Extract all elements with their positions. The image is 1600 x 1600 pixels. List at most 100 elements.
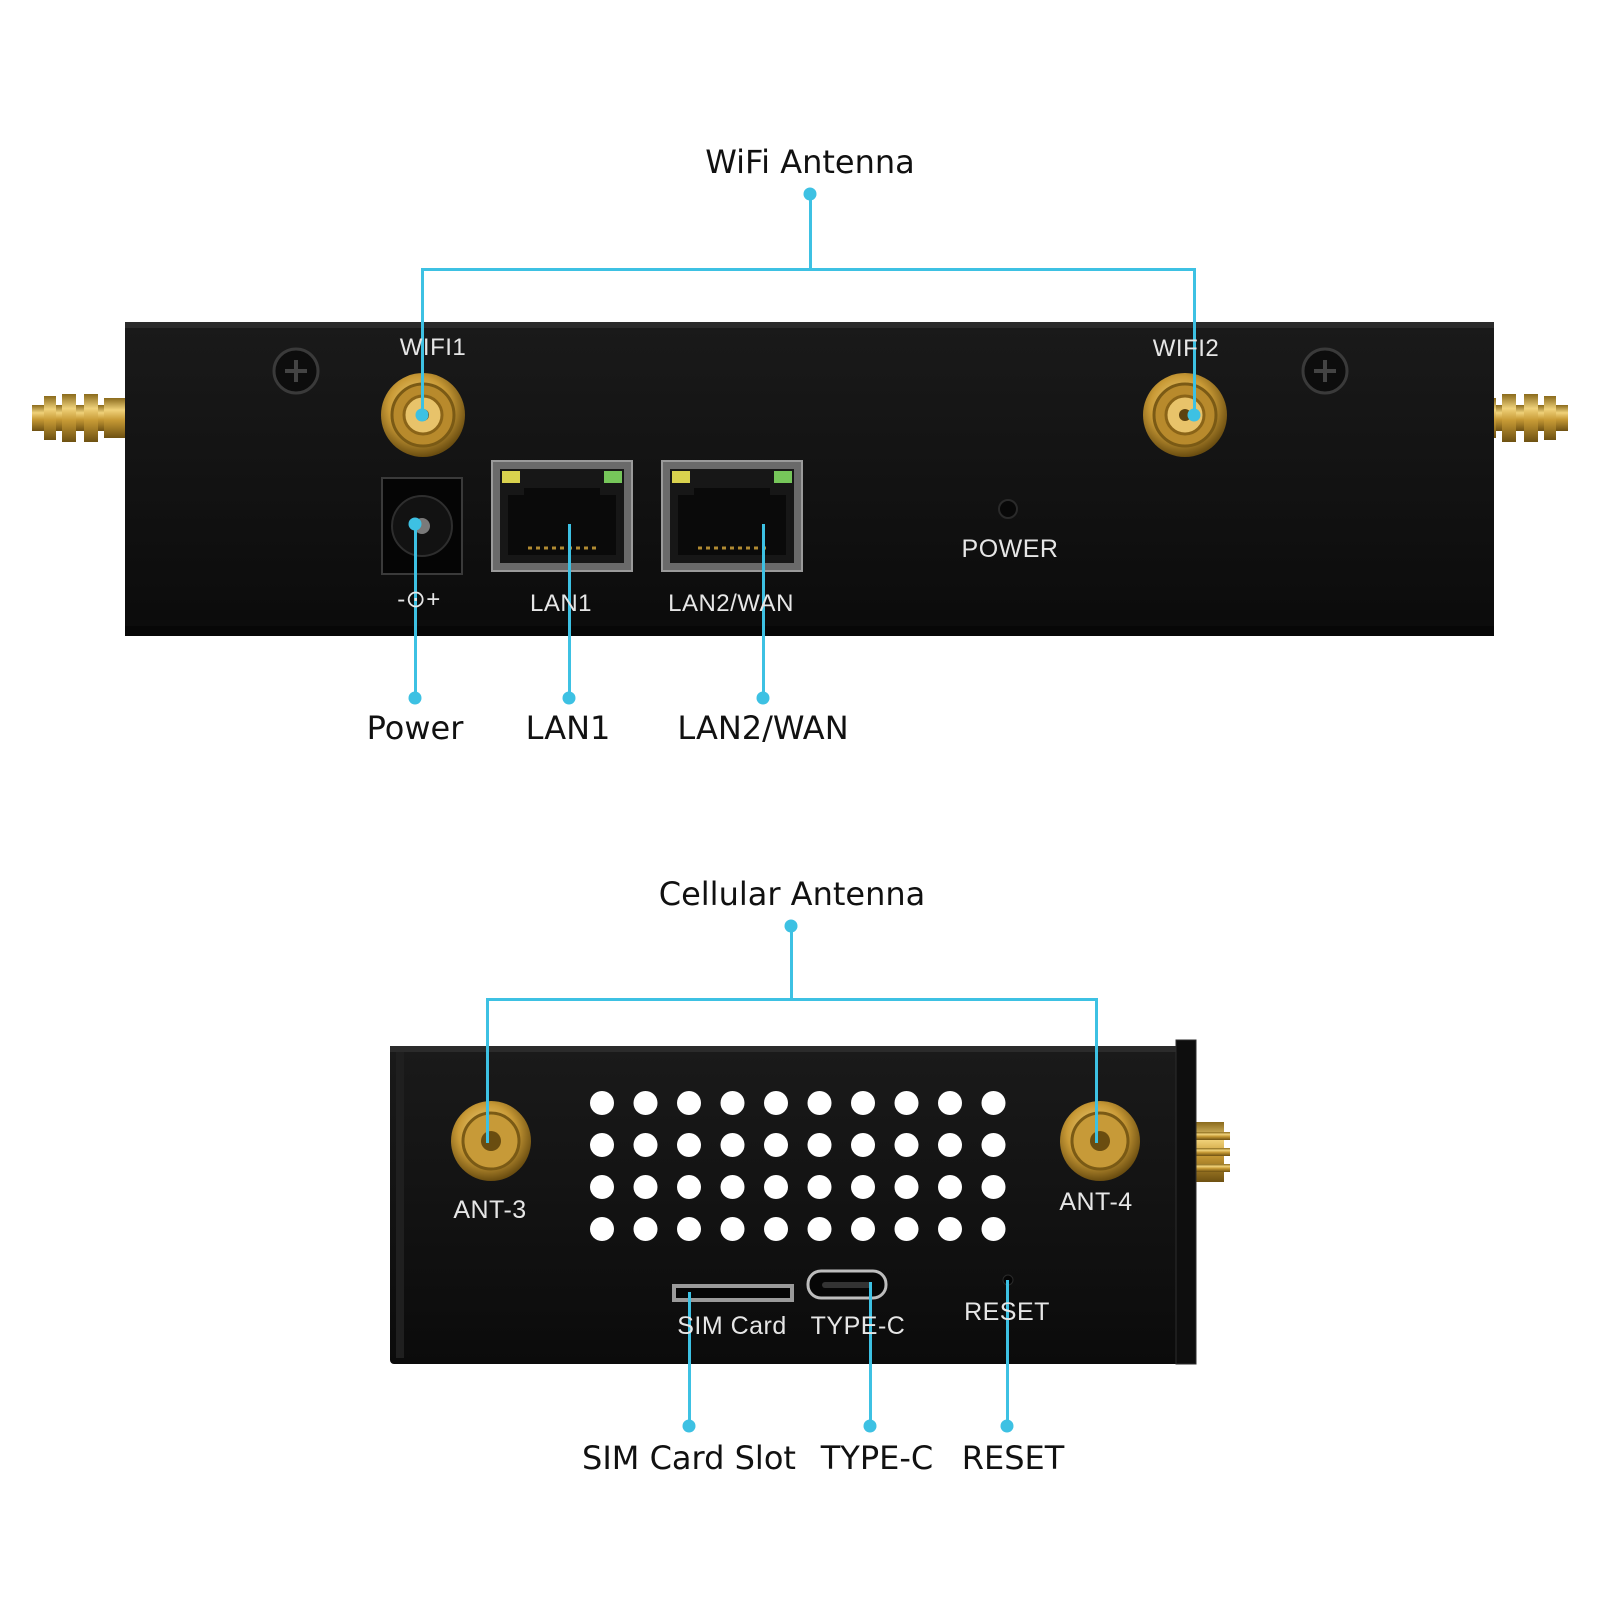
vent-hole bbox=[590, 1175, 614, 1199]
vent-hole bbox=[981, 1091, 1006, 1115]
type-c-callout: TYPE-C bbox=[820, 1439, 934, 1477]
vent-hole bbox=[894, 1175, 919, 1199]
lan2-wan-callout: LAN2/WAN bbox=[677, 709, 849, 747]
side-sma-left-icon bbox=[32, 394, 130, 442]
cellular-antenna-dot bbox=[784, 919, 798, 933]
lan2-wan-leader bbox=[762, 524, 765, 698]
sim-dot bbox=[682, 1419, 696, 1433]
vent-hole bbox=[981, 1133, 1006, 1157]
power-led-icon bbox=[998, 499, 1018, 519]
vent-hole bbox=[851, 1091, 875, 1115]
vent-hole bbox=[677, 1217, 701, 1241]
power-jack-dot bbox=[408, 517, 422, 531]
rear-panel bbox=[390, 1039, 1230, 1365]
reset-dot bbox=[1000, 1419, 1014, 1433]
vent-hole bbox=[590, 1133, 614, 1157]
vent-hole bbox=[894, 1091, 919, 1115]
front-panel bbox=[32, 322, 1568, 636]
vent-hole bbox=[677, 1175, 701, 1199]
vent-hole bbox=[981, 1175, 1006, 1199]
lan1-callout: LAN1 bbox=[525, 709, 611, 747]
ant4-leader bbox=[1095, 998, 1098, 1143]
lan2-wan-dot bbox=[756, 691, 770, 705]
vent-hole bbox=[938, 1091, 962, 1115]
vent-hole bbox=[633, 1175, 658, 1199]
reset-callout: RESET bbox=[961, 1439, 1065, 1477]
lan1-dot bbox=[562, 691, 576, 705]
vent-hole bbox=[981, 1217, 1006, 1241]
cellular-leader-bar bbox=[486, 998, 1098, 1001]
vent-hole bbox=[764, 1091, 788, 1115]
vent-hole bbox=[851, 1175, 875, 1199]
power-label-dot bbox=[408, 691, 422, 705]
wifi-antenna-dot bbox=[803, 187, 817, 201]
ant3-connector-icon bbox=[451, 1101, 531, 1181]
side-sma-rear-icon bbox=[1190, 1122, 1230, 1182]
reset-leader bbox=[1006, 1280, 1009, 1426]
lan2-wan-panel-label: LAN2/WAN bbox=[668, 590, 794, 617]
vent-hole bbox=[633, 1133, 658, 1157]
lan1-panel-label: LAN1 bbox=[529, 590, 593, 617]
wifi2-leader bbox=[1193, 268, 1196, 415]
type-c-panel-label: TYPE-C bbox=[810, 1312, 906, 1340]
vent-hole bbox=[807, 1091, 832, 1115]
cellular-antenna-callout: Cellular Antenna bbox=[658, 875, 926, 913]
wifi-leader-stem bbox=[809, 194, 812, 270]
power-led-panel-label: POWER bbox=[961, 535, 1059, 563]
wifi1-panel-label: WIFI1 bbox=[399, 334, 467, 361]
sim-card-slot-callout: SIM Card Slot bbox=[582, 1439, 796, 1477]
dc-jack-icon bbox=[381, 477, 463, 575]
wifi1-leader bbox=[421, 268, 424, 415]
ant3-panel-label: ANT-3 bbox=[453, 1196, 527, 1224]
lan1-port-icon bbox=[491, 460, 633, 572]
vent-hole bbox=[807, 1175, 832, 1199]
sim-leader bbox=[688, 1292, 691, 1426]
sim-card-panel-label: SIM Card bbox=[677, 1312, 787, 1340]
lan1-leader bbox=[568, 524, 571, 698]
vent-hole bbox=[851, 1133, 875, 1157]
vent-hole bbox=[720, 1133, 745, 1157]
vent-hole bbox=[677, 1091, 701, 1115]
ant4-connector-icon bbox=[1060, 1101, 1140, 1181]
vent-hole bbox=[764, 1217, 788, 1241]
vent-hole bbox=[894, 1217, 919, 1241]
vent-hole bbox=[851, 1217, 875, 1241]
ant3-leader bbox=[486, 998, 489, 1143]
vent-hole bbox=[677, 1133, 701, 1157]
screw-left-icon bbox=[272, 347, 320, 395]
power-symbol-label: -⊙+ bbox=[397, 586, 441, 613]
vent-hole bbox=[633, 1091, 658, 1115]
wifi-leader-bar bbox=[421, 268, 1195, 271]
vent-hole bbox=[807, 1217, 832, 1241]
wifi2-connector-icon bbox=[1143, 373, 1227, 457]
sim-slot-icon bbox=[672, 1284, 794, 1302]
vent-hole bbox=[938, 1217, 962, 1241]
ant4-panel-label: ANT-4 bbox=[1059, 1188, 1133, 1216]
vent-hole bbox=[807, 1133, 832, 1157]
wifi1-dot bbox=[415, 408, 429, 422]
type-c-leader bbox=[869, 1282, 872, 1426]
vent-hole bbox=[720, 1217, 745, 1241]
wifi-antenna-callout: WiFi Antenna bbox=[705, 143, 915, 181]
power-callout: Power bbox=[366, 709, 464, 747]
power-leader bbox=[414, 524, 417, 698]
reset-panel-label: RESET bbox=[964, 1298, 1050, 1326]
vent-hole bbox=[938, 1175, 962, 1199]
screw-right-icon bbox=[1301, 347, 1349, 395]
vent-hole bbox=[633, 1217, 658, 1241]
vent-hole bbox=[894, 1133, 919, 1157]
vent-hole bbox=[938, 1133, 962, 1157]
vent-hole bbox=[764, 1175, 788, 1199]
vent-grille bbox=[590, 1091, 1006, 1241]
vent-hole bbox=[720, 1091, 745, 1115]
type-c-port-icon bbox=[806, 1269, 888, 1300]
vent-hole bbox=[764, 1133, 788, 1157]
vent-hole bbox=[590, 1091, 614, 1115]
lan2-wan-port-icon bbox=[661, 460, 803, 572]
vent-hole bbox=[590, 1217, 614, 1241]
wifi2-panel-label: WIFI2 bbox=[1152, 335, 1220, 362]
cellular-leader-stem bbox=[790, 926, 793, 1000]
wifi2-dot bbox=[1187, 408, 1201, 422]
